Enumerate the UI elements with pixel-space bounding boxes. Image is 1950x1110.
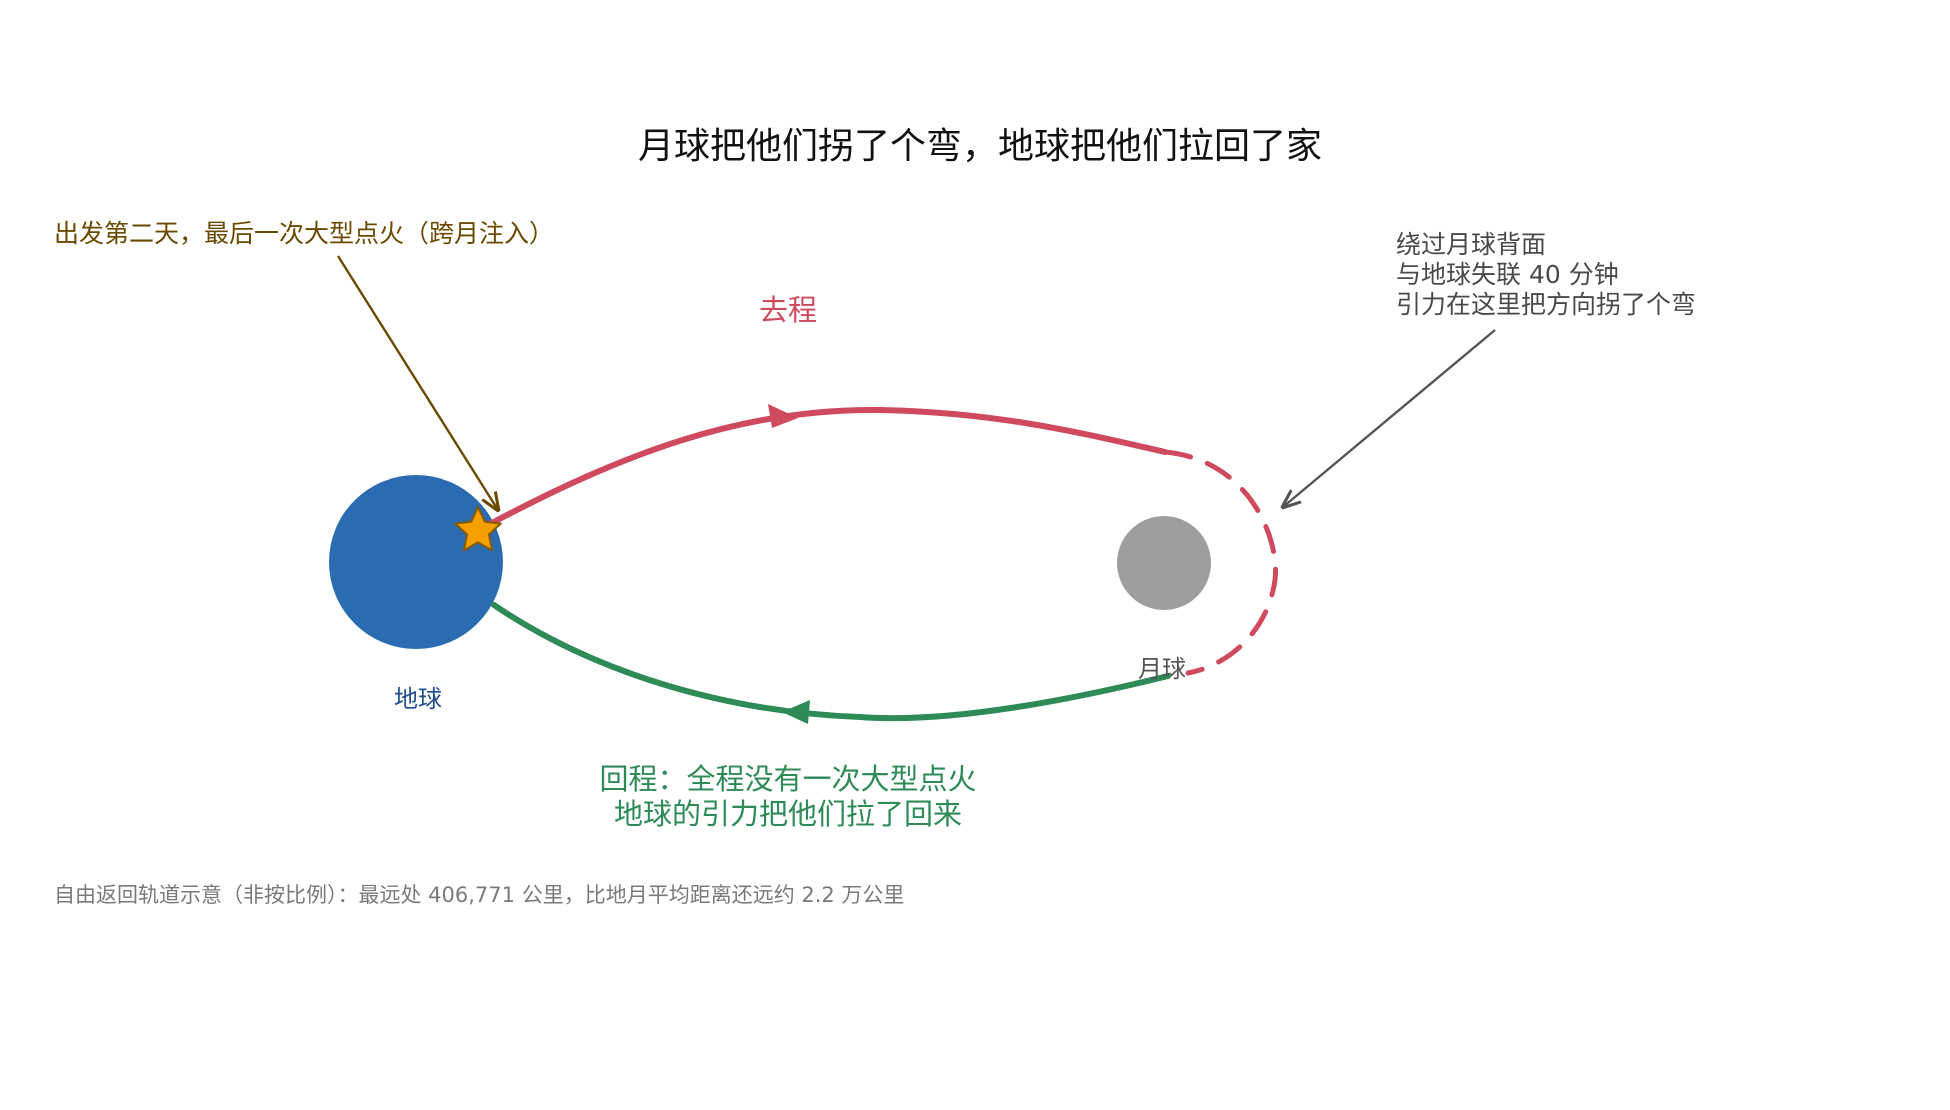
return-note-line-2: 地球的引力把他们拉了回来 — [614, 797, 962, 831]
moon — [1117, 516, 1211, 610]
outbound-trajectory — [487, 406, 1168, 527]
far-side-note-line-1: 绕过月球背面 — [1396, 230, 1546, 259]
earth — [329, 475, 503, 649]
return-direction-arrow — [782, 700, 810, 724]
tli-annotation: 出发第二天，最后一次大型点火（跨月注入） — [54, 219, 554, 248]
far-side-note-line-2: 与地球失联 40 分钟 — [1396, 260, 1619, 289]
far-side-dashed-loop — [1162, 449, 1279, 676]
outbound-label: 去程 — [759, 293, 817, 327]
outbound-direction-arrow — [768, 404, 798, 428]
far-side-annotation: 绕过月球背面 与地球失联 40 分钟 引力在这里把方向拐了个弯 — [1396, 230, 1696, 319]
return-note-line-1: 回程：全程没有一次大型点火 — [599, 762, 976, 796]
far-side-note-line-3: 引力在这里把方向拐了个弯 — [1396, 290, 1696, 319]
return-trajectory — [491, 602, 1171, 722]
footnote: 自由返回轨道示意（非按比例）：最远处 406,771 公里，比地月平均距离还远约… — [54, 883, 904, 907]
return-annotation: 回程：全程没有一次大型点火 地球的引力把他们拉了回来 — [599, 762, 976, 831]
star-icon — [454, 506, 502, 552]
diagram-title: 月球把他们拐了个弯，地球把他们拉回了家 — [638, 126, 1322, 167]
far-side-annotation-arrow — [1283, 329, 1496, 507]
tli-annotation-arrow — [336, 255, 498, 510]
earth-label: 地球 — [394, 685, 442, 713]
moon-label: 月球 — [1138, 655, 1186, 683]
